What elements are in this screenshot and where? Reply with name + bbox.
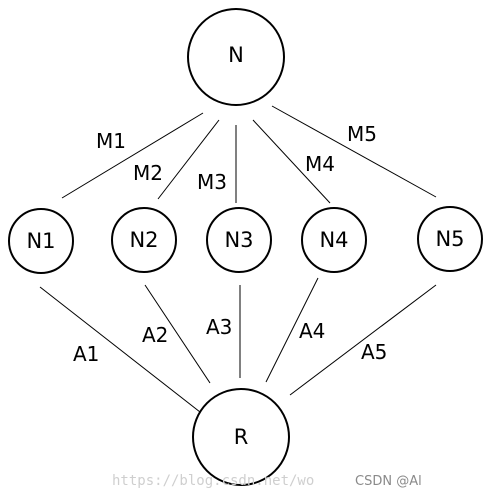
edge-label-m5: M5: [347, 122, 377, 146]
node-n-label: N: [228, 43, 244, 67]
watermark-url: https://blog.csdn.net/wo: [112, 473, 314, 489]
edge-label-m3: M3: [197, 170, 227, 194]
node-n1: [8, 208, 74, 274]
edge-label-a4: A4: [299, 319, 325, 343]
upper-edges: [61, 105, 437, 204]
node-n5-label: N5: [435, 227, 464, 251]
node-n2-label: N2: [129, 228, 158, 252]
node-n3-label: N3: [224, 228, 253, 252]
edge-label-m4: M4: [305, 152, 335, 176]
edge-n-n5: [271, 105, 437, 198]
edge-n4-r: [265, 277, 319, 383]
edge-label-m2: M2: [133, 161, 163, 185]
node-n2: [111, 207, 177, 273]
node-n: [187, 8, 285, 106]
edge-n1-r: [39, 286, 201, 413]
edge-n2-r: [144, 284, 211, 384]
watermark-brand: CSDN @Al: [355, 474, 422, 489]
node-r: [192, 388, 290, 486]
node-n1-label: N1: [26, 229, 55, 253]
edge-n-n2: [157, 119, 220, 200]
edge-label-a1: A1: [73, 342, 99, 366]
edge-label-a3: A3: [206, 315, 232, 339]
edge-label-m1: M1: [96, 129, 126, 153]
node-n4-label: N4: [319, 228, 348, 252]
edge-label-a2: A2: [142, 323, 168, 347]
edge-label-a5: A5: [361, 340, 387, 364]
edge-n-n1: [61, 112, 204, 199]
node-n5: [417, 206, 483, 272]
edge-n5-r: [289, 284, 437, 396]
node-r-label: R: [234, 425, 249, 449]
lower-edges: [39, 277, 437, 413]
watermark: https://blog.csdn.net/wo CSDN @Al: [112, 473, 422, 489]
node-n3: [206, 207, 272, 273]
node-n4: [301, 207, 367, 273]
edge-n-n4: [252, 119, 331, 204]
